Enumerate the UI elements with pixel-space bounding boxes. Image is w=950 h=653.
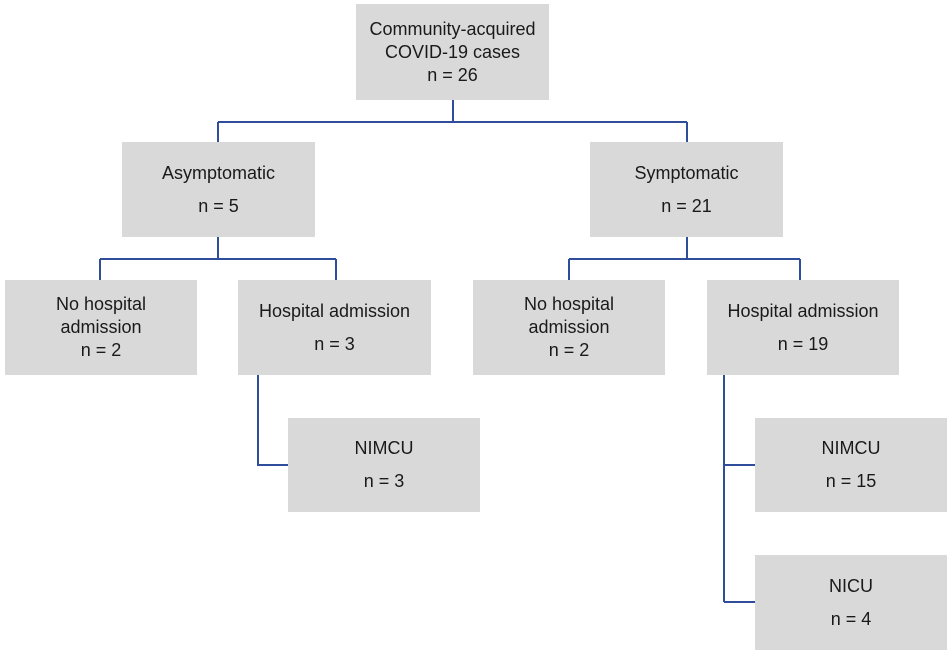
node-sym-no-hospital-line-1: No hospital (523, 294, 615, 314)
node-sym-nicu: NICU n = 4 (755, 555, 947, 650)
node-sym-nimcu-label: NIMCU (821, 438, 881, 458)
connector-root (217, 100, 688, 142)
node-root: Community-acquired COVID-19 cases n = 26 (356, 4, 549, 100)
node-asym-nimcu-label: NIMCU (354, 438, 414, 458)
node-symptomatic-label: Symptomatic (634, 162, 739, 183)
node-asym-hospital-count: n = 3 (314, 333, 355, 354)
node-asymptomatic-label: Asymptomatic (161, 162, 276, 183)
node-symptomatic: Symptomatic n = 21 (590, 142, 783, 237)
node-root-count: n = 26 (427, 64, 478, 85)
connector-sym-hospital (723, 375, 755, 603)
node-asym-nimcu: NIMCU n = 3 (288, 418, 480, 512)
node-sym-nimcu: NIMCU n = 15 (755, 418, 947, 512)
node-asym-no-hospital-line-1: No hospital (55, 294, 147, 314)
node-sym-no-hospital-count: n = 2 (548, 340, 590, 360)
node-asym-nimcu-count: n = 3 (363, 471, 405, 491)
connector-symptomatic (568, 237, 801, 280)
node-asym-hospital: Hospital admission n = 3 (238, 280, 431, 375)
node-sym-hospital-count: n = 19 (777, 333, 829, 354)
node-sym-nicu-label: NICU (829, 575, 873, 596)
node-asym-no-hospital: No hospital admission n = 2 (5, 280, 197, 375)
node-asymptomatic-count: n = 5 (198, 195, 239, 216)
node-sym-hospital: Hospital admission n = 19 (707, 280, 899, 375)
node-asymptomatic: Asymptomatic n = 5 (122, 142, 315, 237)
node-sym-hospital-label: Hospital admission (727, 300, 879, 321)
node-sym-no-hospital: No hospital admission n = 2 (473, 280, 665, 375)
node-asym-hospital-label: Hospital admission (258, 300, 411, 321)
connector-asymptomatic (99, 237, 337, 280)
node-asym-no-hospital-count: n = 2 (80, 340, 122, 360)
connector-asym-hospital (257, 375, 288, 466)
node-sym-no-hospital-line-2: admission (528, 317, 610, 337)
node-asym-no-hospital-line-2: admission (60, 317, 142, 337)
node-sym-nimcu-count: n = 15 (825, 471, 877, 491)
node-sym-nicu-count: n = 4 (830, 608, 872, 629)
node-root-line-1: Community-acquired (369, 18, 536, 39)
node-root-line-2: COVID-19 cases (384, 41, 521, 62)
node-symptomatic-count: n = 21 (661, 195, 712, 216)
